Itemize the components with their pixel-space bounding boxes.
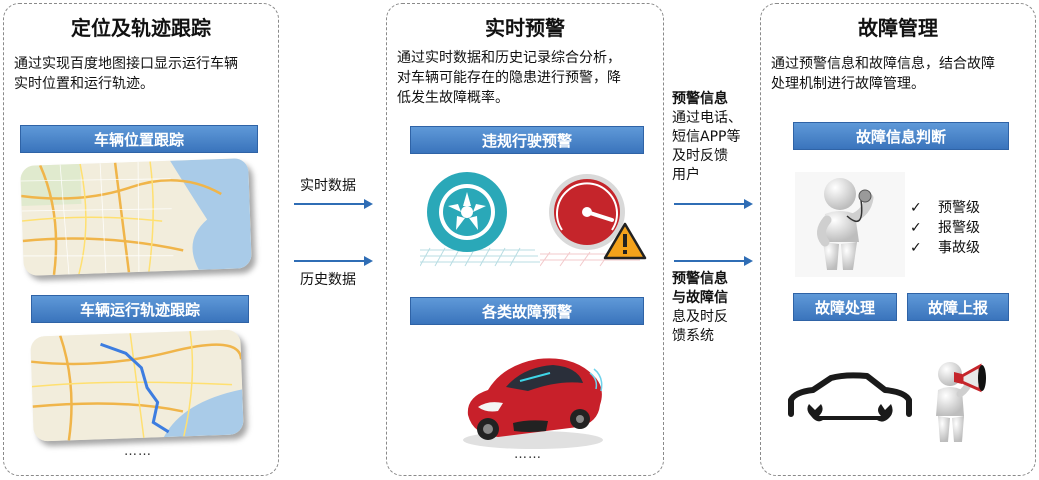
violation-driving-warning-bar[interactable]: 违规行驶预警 <box>410 126 644 154</box>
desc-line: 通过实现百度地图接口显示运行车辆 <box>14 56 238 72</box>
panel-title: 实时预警 <box>485 16 565 40</box>
check-icon: ✓ <box>910 240 922 256</box>
arrow-right-icon <box>294 199 373 209</box>
arrow-right-icon <box>674 199 753 209</box>
history-data-label: 历史数据 <box>300 272 356 288</box>
doctor-figure-icon <box>795 172 905 277</box>
check-icon: ✓ <box>910 200 922 216</box>
panel-description: 通过实时数据和历史记录综合分析， 对车辆可能存在的隐患进行预警，降 低发生故障概… <box>397 48 655 108</box>
desc-line: 对车辆可能存在的隐患进行预警，降 <box>397 70 621 86</box>
panel-description: 通过预警信息和故障信息，结合故障 处理机制进行故障管理。 <box>771 54 1027 94</box>
warning-icon <box>603 222 647 260</box>
note-line: 息及时反 <box>672 309 728 325</box>
vehicle-position-tracking-bar[interactable]: 车辆位置跟踪 <box>20 125 258 153</box>
note-line: 用户 <box>672 167 700 183</box>
realtime-data-label: 实时数据 <box>300 178 356 194</box>
desc-line: 通过预警信息和故障信息，结合故障 <box>771 56 995 72</box>
speedometer-icon <box>540 174 640 267</box>
fault-warning-bar[interactable]: 各类故障预警 <box>410 297 644 325</box>
fault-info-judgment-bar[interactable]: 故障信息判断 <box>793 122 1009 150</box>
desc-line: 处理机制进行故障管理。 <box>771 76 925 92</box>
level-label: 报警级 <box>938 220 980 236</box>
panel-description: 通过实现百度地图接口显示运行车辆 实时位置和运行轨迹。 <box>14 54 270 94</box>
note-line: 短信APP等 <box>672 129 741 145</box>
car-icon <box>463 358 603 449</box>
level-label: 事故级 <box>938 240 980 256</box>
vehicle-route-tracking-bar[interactable]: 车辆运行轨迹跟踪 <box>31 295 249 323</box>
car-wrench-icon <box>788 372 912 422</box>
level-label: 预警级 <box>938 200 980 216</box>
level-item: ✓ 报警级 <box>910 218 980 238</box>
check-icon: ✓ <box>910 220 922 236</box>
fault-level-list: ✓ 预警级 ✓ 报警级 ✓ 事故级 <box>910 198 980 258</box>
map-icon <box>20 158 252 276</box>
fault-handling-bar[interactable]: 故障处理 <box>793 293 897 321</box>
note-bold: 预警信息 <box>672 91 728 107</box>
note-line: 及时反馈 <box>672 148 728 164</box>
desc-line: 通过实时数据和历史记录综合分析， <box>397 50 621 66</box>
desc-line: 低发生故障概率。 <box>397 90 509 106</box>
route-map-icon <box>30 329 244 442</box>
arrow-right-icon <box>674 256 753 266</box>
arrow-right-icon <box>294 256 373 266</box>
fault-info-note: 预警信息 与故障信 息及时反 馈系统 <box>672 270 756 346</box>
note-line: 通过电话、 <box>672 110 742 126</box>
ellipsis: …… <box>124 444 152 459</box>
level-item: ✓ 预警级 <box>910 198 980 218</box>
level-item: ✓ 事故级 <box>910 238 980 258</box>
panel-title: 定位及轨迹跟踪 <box>71 16 211 40</box>
megaphone-figure-icon <box>936 362 986 442</box>
fault-report-bar[interactable]: 故障上报 <box>907 293 1009 321</box>
panel-title: 故障管理 <box>858 16 938 40</box>
tire-icon <box>420 172 540 267</box>
note-bold: 与故障信 <box>672 290 728 306</box>
warning-info-note: 预警信息 通过电话、 短信APP等 及时反馈 用户 <box>672 90 756 185</box>
desc-line: 实时位置和运行轨迹。 <box>14 76 154 92</box>
ellipsis: …… <box>514 447 542 462</box>
note-line: 馈系统 <box>672 328 714 344</box>
note-bold: 预警信息 <box>672 271 728 287</box>
